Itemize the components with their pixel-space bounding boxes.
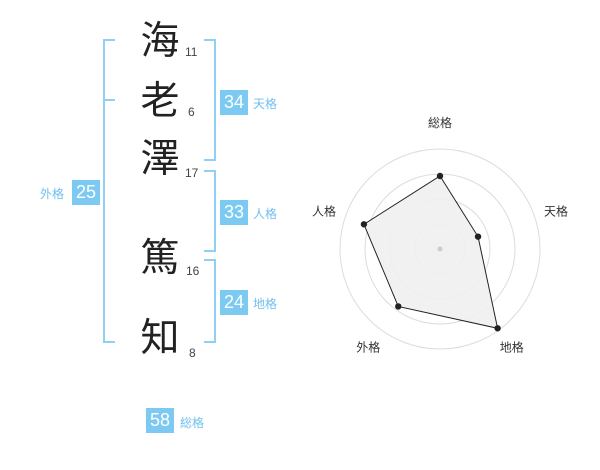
radar-axis-label-4: 外格 [356, 340, 380, 355]
stroke-count-3: 17 [185, 166, 199, 180]
name-char-5: 知 [140, 316, 180, 361]
jinkaku-badge: 33 [220, 200, 248, 225]
chikaku-bracket [204, 259, 216, 343]
radar-axis-label-3: 地格 [500, 340, 524, 355]
bracket-tick [103, 99, 115, 101]
radar-grid-ring [339, 148, 541, 350]
radar-axis-label-5: 人格 [312, 203, 336, 218]
radar-center [437, 246, 443, 252]
name-char-1: 海 [140, 19, 180, 64]
stroke-count-1: 11 [185, 45, 198, 59]
radar-point-3 [494, 325, 501, 332]
radar-axis-label-1: 総格 [428, 115, 452, 130]
jinkaku-label: 人格 [253, 207, 278, 221]
name-char-4: 篤 [140, 236, 180, 281]
gaikaku-label: 外格 [40, 187, 65, 201]
soukaku-label: 総格 [180, 416, 205, 430]
tenkaku-bracket [204, 39, 216, 161]
gaikaku-bracket [103, 39, 115, 343]
radar-point-4 [395, 303, 402, 310]
name-char-2: 老 [140, 79, 180, 124]
radar-axis-label-2: 天格 [544, 203, 568, 218]
jinkaku-bracket [204, 170, 216, 252]
soukaku-badge: 58 [146, 408, 174, 433]
chikaku-badge: 24 [220, 290, 248, 315]
radar-point-1 [436, 172, 444, 180]
stroke-count-4: 16 [186, 264, 200, 278]
radar-point-2 [474, 233, 482, 240]
name-char-3: 澤 [140, 137, 180, 182]
stroke-count-5: 8 [189, 346, 196, 360]
radar-point-5 [360, 221, 368, 228]
tenkaku-label: 天格 [253, 97, 278, 111]
radar-area [363, 175, 499, 329]
stroke-count-2: 6 [188, 105, 195, 119]
tenkaku-badge: 34 [220, 90, 248, 115]
gaikaku-badge: 25 [72, 180, 100, 205]
chikaku-label: 地格 [253, 297, 278, 311]
